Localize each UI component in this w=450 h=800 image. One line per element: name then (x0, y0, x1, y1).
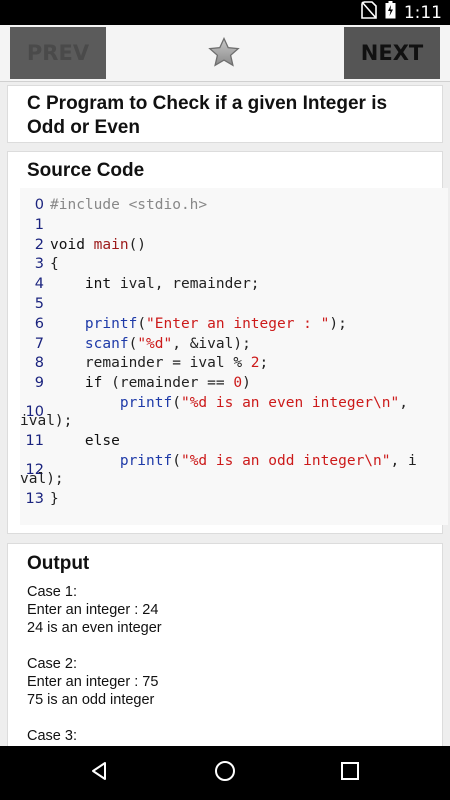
line-code: void main() (50, 236, 147, 253)
status-bar: 1:11 (0, 0, 450, 25)
line-code: else (84, 433, 120, 449)
line-number: 4 (34, 276, 44, 293)
line-code: printf("%d is an even integer\n", (119, 395, 408, 411)
line-number: 13 (25, 490, 44, 507)
line-number: 6 (34, 315, 44, 332)
line-code: remainder = ival % 2; (50, 355, 269, 372)
line-number: 7 (34, 335, 44, 352)
title-card: C Program to Check if a given Integer is… (7, 85, 443, 143)
back-icon (88, 760, 110, 787)
toolbar: PREV NEXT (0, 25, 450, 82)
line-number: 1 (34, 216, 44, 233)
output-card: Output Case 1: Enter an integer : 24 24 … (7, 543, 443, 753)
line-code: if (remainder == 0) (84, 375, 251, 392)
line-code: printf("Enter an integer : "); (84, 315, 347, 332)
prev-button[interactable]: PREV (10, 27, 106, 79)
no-sim-icon (361, 1, 377, 24)
output-text: Case 1: Enter an integer : 24 24 is an e… (27, 584, 162, 752)
code-line: 9 if (remainder == 0) (20, 373, 448, 393)
line-number: 8 (34, 355, 44, 372)
source-code-heading: Source Code (27, 160, 145, 181)
code-line: 7 scanf("%d", &ival); (20, 334, 448, 354)
line-number: 2 (34, 236, 44, 253)
line-code: int ival, remainder; (84, 276, 260, 293)
navigation-bar (0, 746, 450, 800)
program-title: C Program to Check if a given Integer is… (27, 93, 388, 138)
line-number: 0 (34, 197, 44, 213)
code-line: 6 printf("Enter an integer : "); (20, 314, 448, 334)
line-code: scanf("%d", &ival); (84, 335, 251, 352)
recents-icon (340, 761, 360, 786)
code-line: 0 #include <stdio.h> (20, 195, 448, 215)
code-line: 11 else (20, 431, 448, 451)
code-line: 10 printf("%d is an even integer\n", ival… (20, 393, 448, 431)
code-line: 8 remainder = ival % 2; (20, 353, 448, 373)
back-button[interactable] (85, 759, 113, 787)
line-number: 11 (25, 433, 44, 449)
code-line: 4 int ival, remainder; (20, 274, 448, 294)
line-code: #include <stdio.h> (50, 197, 208, 213)
line-code-continuation: val); (20, 470, 64, 487)
output-heading: Output (27, 553, 90, 574)
favorite-button[interactable] (205, 36, 243, 73)
line-number: 3 (34, 256, 44, 273)
code-line: 13} (20, 489, 448, 509)
code-line: 1 (20, 215, 448, 235)
code-line: 5 (20, 294, 448, 314)
code-line: 3{ (20, 254, 448, 274)
star-icon (208, 36, 240, 73)
line-number: 9 (34, 375, 44, 392)
code-line: 2 void main() (20, 235, 448, 255)
line-code: { (50, 256, 59, 273)
recents-button[interactable] (336, 759, 364, 787)
line-code: } (50, 490, 59, 507)
line-number: 10 (25, 404, 44, 421)
next-button[interactable]: NEXT (344, 27, 440, 79)
battery-charging-icon (385, 1, 396, 24)
line-code: printf("%d is an odd integer\n", i (119, 452, 417, 469)
line-number: 12 (25, 461, 44, 478)
home-button[interactable] (211, 759, 239, 787)
line-number: 5 (34, 296, 44, 312)
code-line: 12 printf("%d is an odd integer\n", i val… (20, 451, 448, 489)
line-code-continuation: ival); (20, 412, 73, 429)
home-icon (213, 759, 237, 788)
status-time: 1:11 (403, 2, 442, 23)
